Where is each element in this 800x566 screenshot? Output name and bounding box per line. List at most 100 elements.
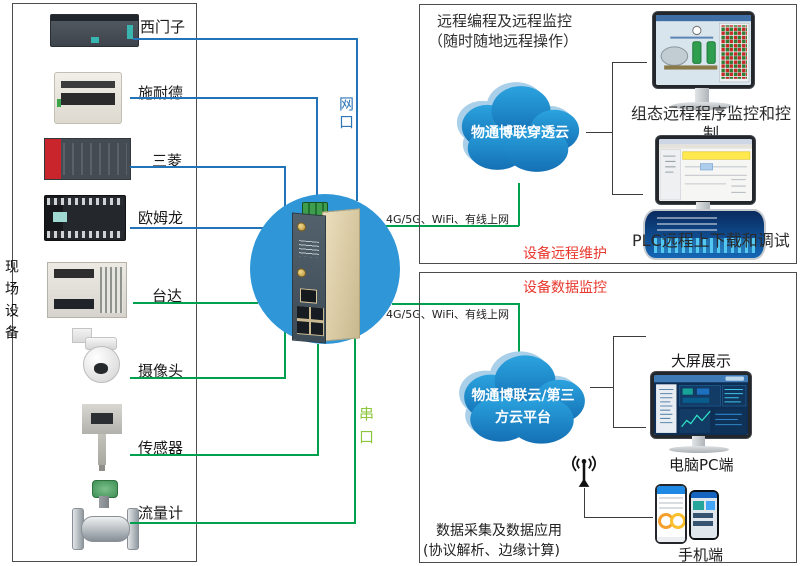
siemens-plc-image <box>50 14 139 47</box>
device-label-mitsubishi: 三菱 <box>152 152 183 170</box>
pc-label: 电脑PC端 <box>669 456 734 474</box>
mitsubishi-plc-image <box>44 138 131 180</box>
lan-port-label: 网口 <box>337 96 355 132</box>
remote-cloud-connector <box>586 132 613 133</box>
uplink-bottom-label: 4G/5G、WiFi、有线上网 <box>386 308 510 321</box>
data-note-line1: 数据采集及数据应用 <box>436 523 562 539</box>
phone-1-text-lines <box>659 497 683 510</box>
flow-meter-neck <box>99 496 109 508</box>
serial-port-label: 串口 <box>357 406 375 452</box>
iot-gateway-image <box>286 202 366 346</box>
schneider-plc-image <box>54 72 122 124</box>
lan-line-omron-h <box>130 227 263 229</box>
delta-drive-image <box>47 262 127 318</box>
remote-red-label: 设备远程维护 <box>523 246 607 262</box>
gateway-antenna-connector-1 <box>297 221 306 232</box>
lan-line-siemens-h <box>133 38 358 40</box>
scada-monitor <box>653 12 757 112</box>
device-label-siemens: 西门子 <box>140 18 186 36</box>
uplink-bottom-h <box>392 303 519 305</box>
cloud-icon-data <box>459 351 585 444</box>
remote-title-line1: 远程编程及远程监控 <box>437 12 573 30</box>
phone-1-donut-chart-2 <box>670 513 685 529</box>
scada-monitor-screen <box>653 12 754 88</box>
data-bracket-v <box>613 336 614 428</box>
cloud-remote-label: 物通博联穿透云 <box>471 125 569 141</box>
device-label-camera: 摄像头 <box>138 362 184 380</box>
uplink-top-label: 4G/5G、WiFi、有线上网 <box>386 213 510 226</box>
lan-line-siemens-v <box>356 38 358 201</box>
lan-line-mitsubishi-h <box>130 166 286 168</box>
device-label-schneider: 施耐德 <box>138 84 184 102</box>
field-devices-box <box>12 3 197 562</box>
remote-bracket-bottom <box>612 194 643 195</box>
phone-1-screen <box>657 486 685 542</box>
pc-monitor-stand <box>692 436 705 448</box>
phone-label: 手机端 <box>678 546 724 564</box>
uplink-top-v <box>518 183 520 226</box>
remote-box <box>419 4 797 264</box>
sensor-image <box>82 404 122 472</box>
field-devices-vertical-label: 现场设备 <box>3 259 19 347</box>
uplink-top-h <box>386 225 519 227</box>
data-bracket-top <box>613 336 646 337</box>
phone-1 <box>655 484 687 544</box>
phone-2-screen <box>691 492 717 538</box>
scada-monitor-base <box>671 102 733 110</box>
data-red-label: 设备数据监控 <box>523 280 607 296</box>
remote-bracket-top <box>612 62 647 63</box>
big-screen-label: 大屏展示 <box>671 352 732 370</box>
uplink-bottom-v <box>518 303 520 354</box>
gateway-front-panel <box>292 212 326 344</box>
device-label-sensor: 传感器 <box>138 439 184 457</box>
antenna-icon <box>571 455 597 487</box>
antenna-link-h <box>584 517 653 518</box>
scada-monitor-stand <box>695 88 709 104</box>
video-wall-banner <box>643 209 766 260</box>
pc-monitor-base <box>669 446 729 453</box>
serial-line-sensor-h <box>130 454 319 456</box>
plc-monitor-screen <box>656 136 755 204</box>
pc-monitor <box>651 372 757 456</box>
device-label-flow-meter: 流量计 <box>138 504 184 522</box>
device-label-delta: 台达 <box>152 287 183 305</box>
lan-line-schneider-v <box>316 97 318 196</box>
plc-monitor <box>656 136 760 228</box>
device-label-omron: 欧姆龙 <box>138 209 184 227</box>
lan-line-mitsubishi-v <box>284 166 286 207</box>
pc-dashboard-graphic <box>654 375 748 435</box>
cloud-data-label-line1: 物通博联云/第三 <box>471 388 575 404</box>
cloud-icon-remote <box>456 82 580 172</box>
flow-meter-pipe <box>81 516 130 542</box>
remote-title-line2: （随时随地远程操作） <box>428 32 579 50</box>
flow-meter-image <box>72 480 139 550</box>
data-box <box>419 272 797 563</box>
gateway-panel-text <box>299 240 319 258</box>
gateway-body-side <box>322 208 360 342</box>
serial-line-flow-meter-h <box>130 522 356 524</box>
pc-monitor-screen <box>651 372 751 438</box>
data-cloud-connector <box>590 387 614 388</box>
serial-line-delta-h <box>133 302 258 304</box>
serial-line-sensor-v <box>317 344 319 455</box>
gateway-wan-port <box>300 288 317 304</box>
video-wall-rows <box>657 217 717 231</box>
cloud-data-label-line2: 方云平台 <box>495 410 551 426</box>
remote-bracket-v <box>612 62 613 195</box>
phone-2 <box>689 490 719 540</box>
gateway-lan-ports <box>297 305 324 337</box>
gateway-antenna-connector-2 <box>297 267 306 278</box>
camera-dome-lens <box>83 346 120 383</box>
data-note-line2: (协议解析、边缘计算) <box>423 543 560 559</box>
lan-line-schneider-h <box>130 97 318 99</box>
plc-caption: PLC远程上下载和调试 <box>632 231 790 250</box>
omron-plc-image <box>44 195 126 241</box>
serial-line-camera-v <box>284 332 286 378</box>
scada-screen-graphic <box>656 15 751 85</box>
antenna-link-v <box>584 488 585 518</box>
plc-screen-graphic <box>659 139 752 201</box>
data-bracket-bottom <box>613 427 646 428</box>
serial-line-camera-h <box>130 377 286 379</box>
serial-line-flow-meter-v <box>354 338 356 523</box>
